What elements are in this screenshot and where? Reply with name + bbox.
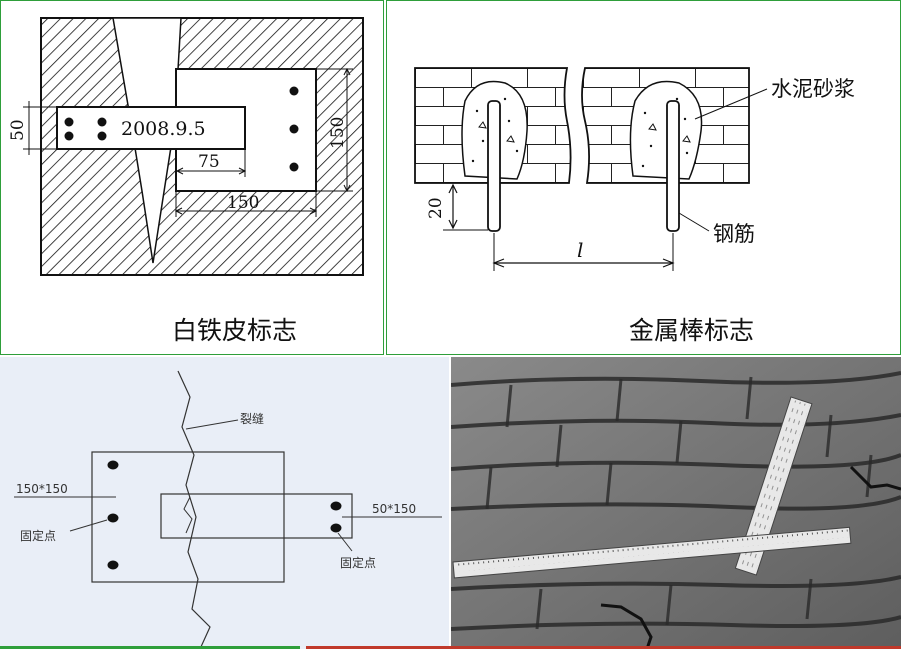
fixed-point-left-label: 固定点	[20, 528, 56, 543]
dim-150-vertical-label: 150	[328, 117, 348, 149]
crack-label: 裂缝	[240, 411, 264, 426]
dim-50-label: 50	[8, 119, 28, 141]
dim-20-label: 20	[426, 197, 446, 219]
mortar-label: 水泥砂浆	[771, 77, 855, 101]
spacing-l-label: l	[577, 238, 583, 262]
ruler-horizontal	[452, 526, 852, 579]
small-plate-label: 50*150	[372, 502, 416, 516]
crack-plan-drawing: 裂缝 150*150 固定点 50*150 固定点	[0, 357, 449, 649]
metal-rod-drawing: 20 l 水泥砂浆 钢筋 金属棒标志	[414, 67, 855, 345]
crack-plan-panel: 裂缝 150*150 固定点 50*150 固定点	[0, 357, 449, 649]
bottom-strip-green	[0, 646, 300, 649]
metal-rod-marker-panel: 20 l 水泥砂浆 钢筋 金属棒标志	[386, 0, 901, 355]
strip-date-text: 2008.9.5	[121, 118, 206, 140]
tin-plate-drawing: 2008.9.5 50 75 150 150 白铁皮标志	[8, 17, 364, 345]
metal-rod-caption: 金属棒标志	[629, 316, 754, 345]
brick-wall-photo-image	[451, 357, 901, 649]
dim-75-label: 75	[198, 152, 220, 172]
large-plate-150x150	[91, 451, 285, 583]
rebar-label: 钢筋	[713, 222, 755, 246]
tin-strip	[56, 106, 246, 150]
bottom-strip-red	[306, 646, 901, 649]
brick-wall-photo	[451, 357, 901, 649]
ruler-vertical	[734, 396, 813, 576]
fixed-point-right-label: 固定点	[340, 555, 376, 570]
small-plate-50x150	[160, 493, 353, 539]
tin-plate-caption: 白铁皮标志	[172, 316, 297, 345]
rod-right	[666, 100, 680, 232]
mortar-right	[629, 80, 703, 180]
tin-plate-marker-panel: 2008.9.5 50 75 150 150 白铁皮标志	[0, 0, 384, 355]
dim-150-horizontal-label: 150	[227, 193, 259, 213]
rod-left	[487, 100, 501, 232]
crack-line	[177, 370, 211, 649]
large-plate-label: 150*150	[16, 482, 68, 496]
